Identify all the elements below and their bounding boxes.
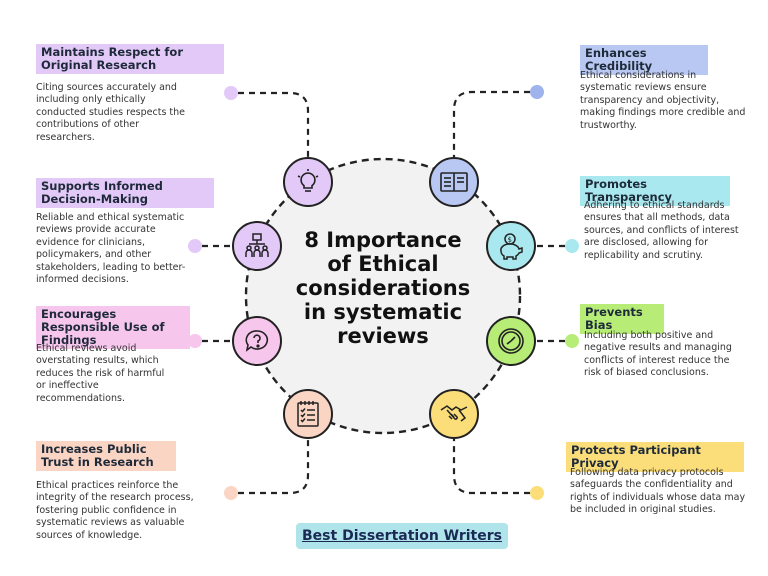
desc-public-trust: Ethical practices reinforce the integrit… (36, 480, 194, 541)
desc-responsible: Ethical reviews avoid overstating result… (36, 343, 165, 404)
piggy-bank-icon: $ (486, 221, 536, 271)
desc-credibility: Ethical considerations in systematic rev… (580, 70, 746, 131)
dot-respect (224, 86, 238, 100)
dot-credibility (530, 85, 544, 99)
heading-responsible: Encourages Responsible Use of Findings (36, 306, 190, 349)
desc-bias: Including both positive and negative res… (584, 330, 732, 379)
dot-responsible (188, 334, 202, 348)
connector-public-trust (238, 432, 310, 495)
handshake-icon (429, 389, 479, 439)
heading-privacy: Protects Participant Privacy (566, 442, 744, 472)
heading-decision: Supports Informed Decision-Making (36, 178, 214, 208)
heading-public-trust: Increases Public Trust in Research (36, 441, 176, 471)
desc-respect: Citing sources accurately and including … (36, 82, 186, 143)
checklist-icon (283, 389, 333, 439)
footer-brand[interactable]: Best Dissertation Writers (296, 523, 508, 549)
heading-credibility: Enhances Credibility (580, 45, 708, 75)
lightbulb-icon (283, 157, 333, 207)
dot-privacy (530, 486, 544, 500)
connector-privacy (452, 432, 530, 495)
connector-credibility (452, 90, 530, 157)
dot-public-trust (224, 486, 238, 500)
central-circle (244, 157, 522, 435)
heading-bias: Prevents Bias (580, 304, 664, 334)
dot-transparency (565, 239, 579, 253)
dot-decision (188, 239, 202, 253)
desc-transparency: Adhering to ethical standards ensures th… (584, 200, 739, 261)
clock-icon (486, 316, 536, 366)
question-bubble-icon (232, 316, 282, 366)
desc-decision: Reliable and ethical systematic reviews … (36, 212, 186, 286)
dot-bias (565, 334, 579, 348)
heading-transparency: Promotes Transparency (580, 176, 730, 206)
heading-respect: Maintains Respect for Original Research (36, 44, 224, 74)
open-book-icon (429, 157, 479, 207)
diagram-title: 8 Importance of Ethical considerations i… (295, 228, 471, 348)
people-network-icon (232, 221, 282, 271)
desc-privacy: Following data privacy protocols safegua… (570, 467, 746, 516)
connector-respect (238, 91, 310, 157)
svg-text:$: $ (508, 236, 512, 244)
